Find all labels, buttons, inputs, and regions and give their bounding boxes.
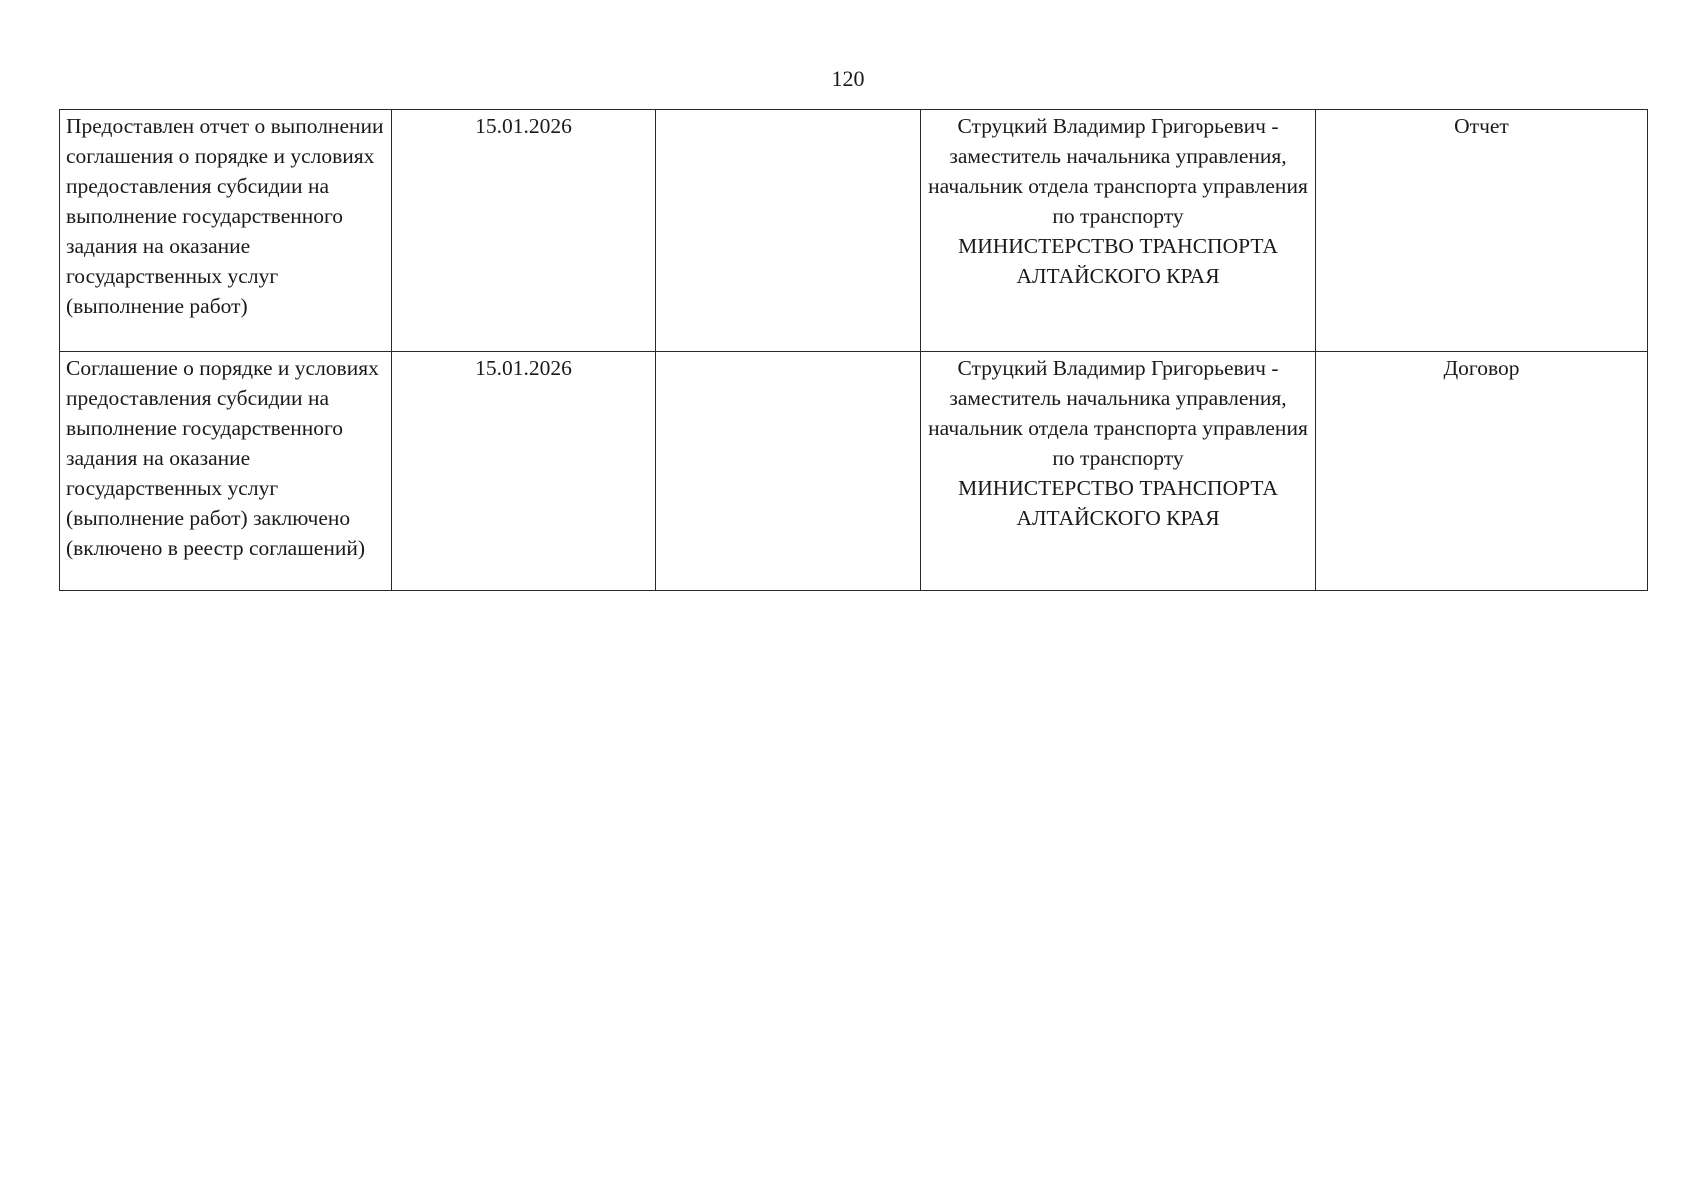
- responsible-cell: Струцкий Владимир Григорьевич - заместит…: [920, 109, 1316, 352]
- table-row: Предоставлен отчет о выполнении соглашен…: [59, 109, 1648, 352]
- page-number: 120: [831, 66, 865, 91]
- document-type-cell: Отчет: [1315, 109, 1648, 352]
- empty-cell: [655, 351, 921, 591]
- empty-cell: [655, 109, 921, 352]
- responsible-org: МИНИСТЕРСТВО ТРАНСПОРТА АЛТАЙСКОГО КРАЯ: [958, 476, 1278, 530]
- control-points-table: Предоставлен отчет о выполнении соглашен…: [59, 109, 1648, 591]
- description-cell: Соглашение о порядке и условиях предоста…: [59, 351, 392, 591]
- responsible-person: Струцкий Владимир Григорьевич - заместит…: [928, 114, 1308, 228]
- date-cell: 15.01.2026: [391, 109, 656, 352]
- description-cell: Предоставлен отчет о выполнении соглашен…: [59, 109, 392, 352]
- date-cell: 15.01.2026: [391, 351, 656, 591]
- responsible-cell: Струцкий Владимир Григорьевич - заместит…: [920, 351, 1316, 591]
- responsible-org: МИНИСТЕРСТВО ТРАНСПОРТА АЛТАЙСКОГО КРАЯ: [958, 234, 1278, 288]
- table-row: Соглашение о порядке и условиях предоста…: [59, 351, 1648, 591]
- document-type-cell: Договор: [1315, 351, 1648, 591]
- responsible-person: Струцкий Владимир Григорьевич - заместит…: [928, 356, 1308, 470]
